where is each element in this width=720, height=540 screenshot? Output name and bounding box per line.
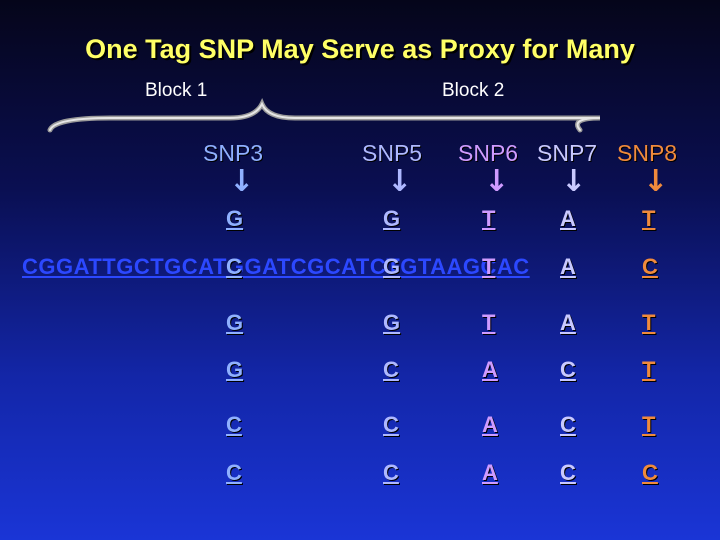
allele-snp8: T xyxy=(642,206,656,231)
allele-snp7: A xyxy=(560,310,576,335)
snp7-arrow-icon: ↓ xyxy=(561,164,587,199)
allele-snp8: C xyxy=(642,254,658,279)
haplotype-row-3: G G T A T xyxy=(0,310,720,350)
allele-snp7: C xyxy=(560,357,576,382)
allele-snp7: C xyxy=(560,460,576,485)
allele-snp6: A xyxy=(482,357,498,382)
dna-sequence: CGGATTGCTGCATGGATCGCATCTGTAAGCAC xyxy=(22,254,530,279)
allele-snp7: A xyxy=(560,254,576,279)
allele-snp8: T xyxy=(642,357,656,382)
allele-snp8: T xyxy=(642,412,656,437)
allele-snp8: T xyxy=(642,310,656,335)
haplotype-row-6: C C A C C xyxy=(0,460,720,500)
allele-snp3: G xyxy=(226,357,244,382)
allele-snp3: C xyxy=(226,412,242,437)
allele-snp5: C xyxy=(383,460,399,485)
allele-snp6: T xyxy=(482,206,496,231)
allele-snp3: C xyxy=(226,254,242,279)
haplotype-row-5: C C A C T xyxy=(0,412,720,452)
allele-snp3: G xyxy=(226,310,244,335)
slide-title: One Tag SNP May Serve as Proxy for Many xyxy=(85,34,635,64)
snp3-arrow-icon: ↓ xyxy=(229,164,255,199)
block-brace-icon xyxy=(47,98,601,133)
allele-snp5: G xyxy=(383,310,401,335)
allele-snp6: A xyxy=(482,412,498,437)
snp8-label: SNP8 xyxy=(617,140,678,166)
allele-snp5: C xyxy=(383,412,399,437)
allele-snp3: G xyxy=(226,206,244,231)
allele-snp3: C xyxy=(226,460,242,485)
allele-snp6: T xyxy=(482,310,496,335)
allele-snp7: A xyxy=(560,206,576,231)
block-2-label: Block 2 xyxy=(442,80,505,101)
allele-snp6: A xyxy=(482,460,498,485)
haplotype-row-4: G C A C T xyxy=(0,357,720,397)
block-1-label: Block 1 xyxy=(145,80,208,101)
allele-snp8: C xyxy=(642,460,658,485)
allele-snp5: G xyxy=(383,206,401,231)
allele-snp5: G xyxy=(383,254,401,279)
haplotype-row-1: G G T A T xyxy=(0,206,720,246)
allele-snp5: C xyxy=(383,357,399,382)
snp5-label: SNP5 xyxy=(362,140,423,166)
allele-snp6: T xyxy=(482,254,496,279)
snp3-label: SNP3 xyxy=(203,140,264,166)
snp7-label: SNP7 xyxy=(537,140,598,166)
snp8-arrow-icon: ↓ xyxy=(643,164,669,199)
snp6-arrow-icon: ↓ xyxy=(484,164,510,199)
haplotype-row-2: CGGATTGCTGCATGGATCGCATCTGTAAGCAC C G T A… xyxy=(0,254,720,294)
snp5-arrow-icon: ↓ xyxy=(387,164,413,199)
snp6-label: SNP6 xyxy=(458,140,519,166)
allele-snp7: C xyxy=(560,412,576,437)
